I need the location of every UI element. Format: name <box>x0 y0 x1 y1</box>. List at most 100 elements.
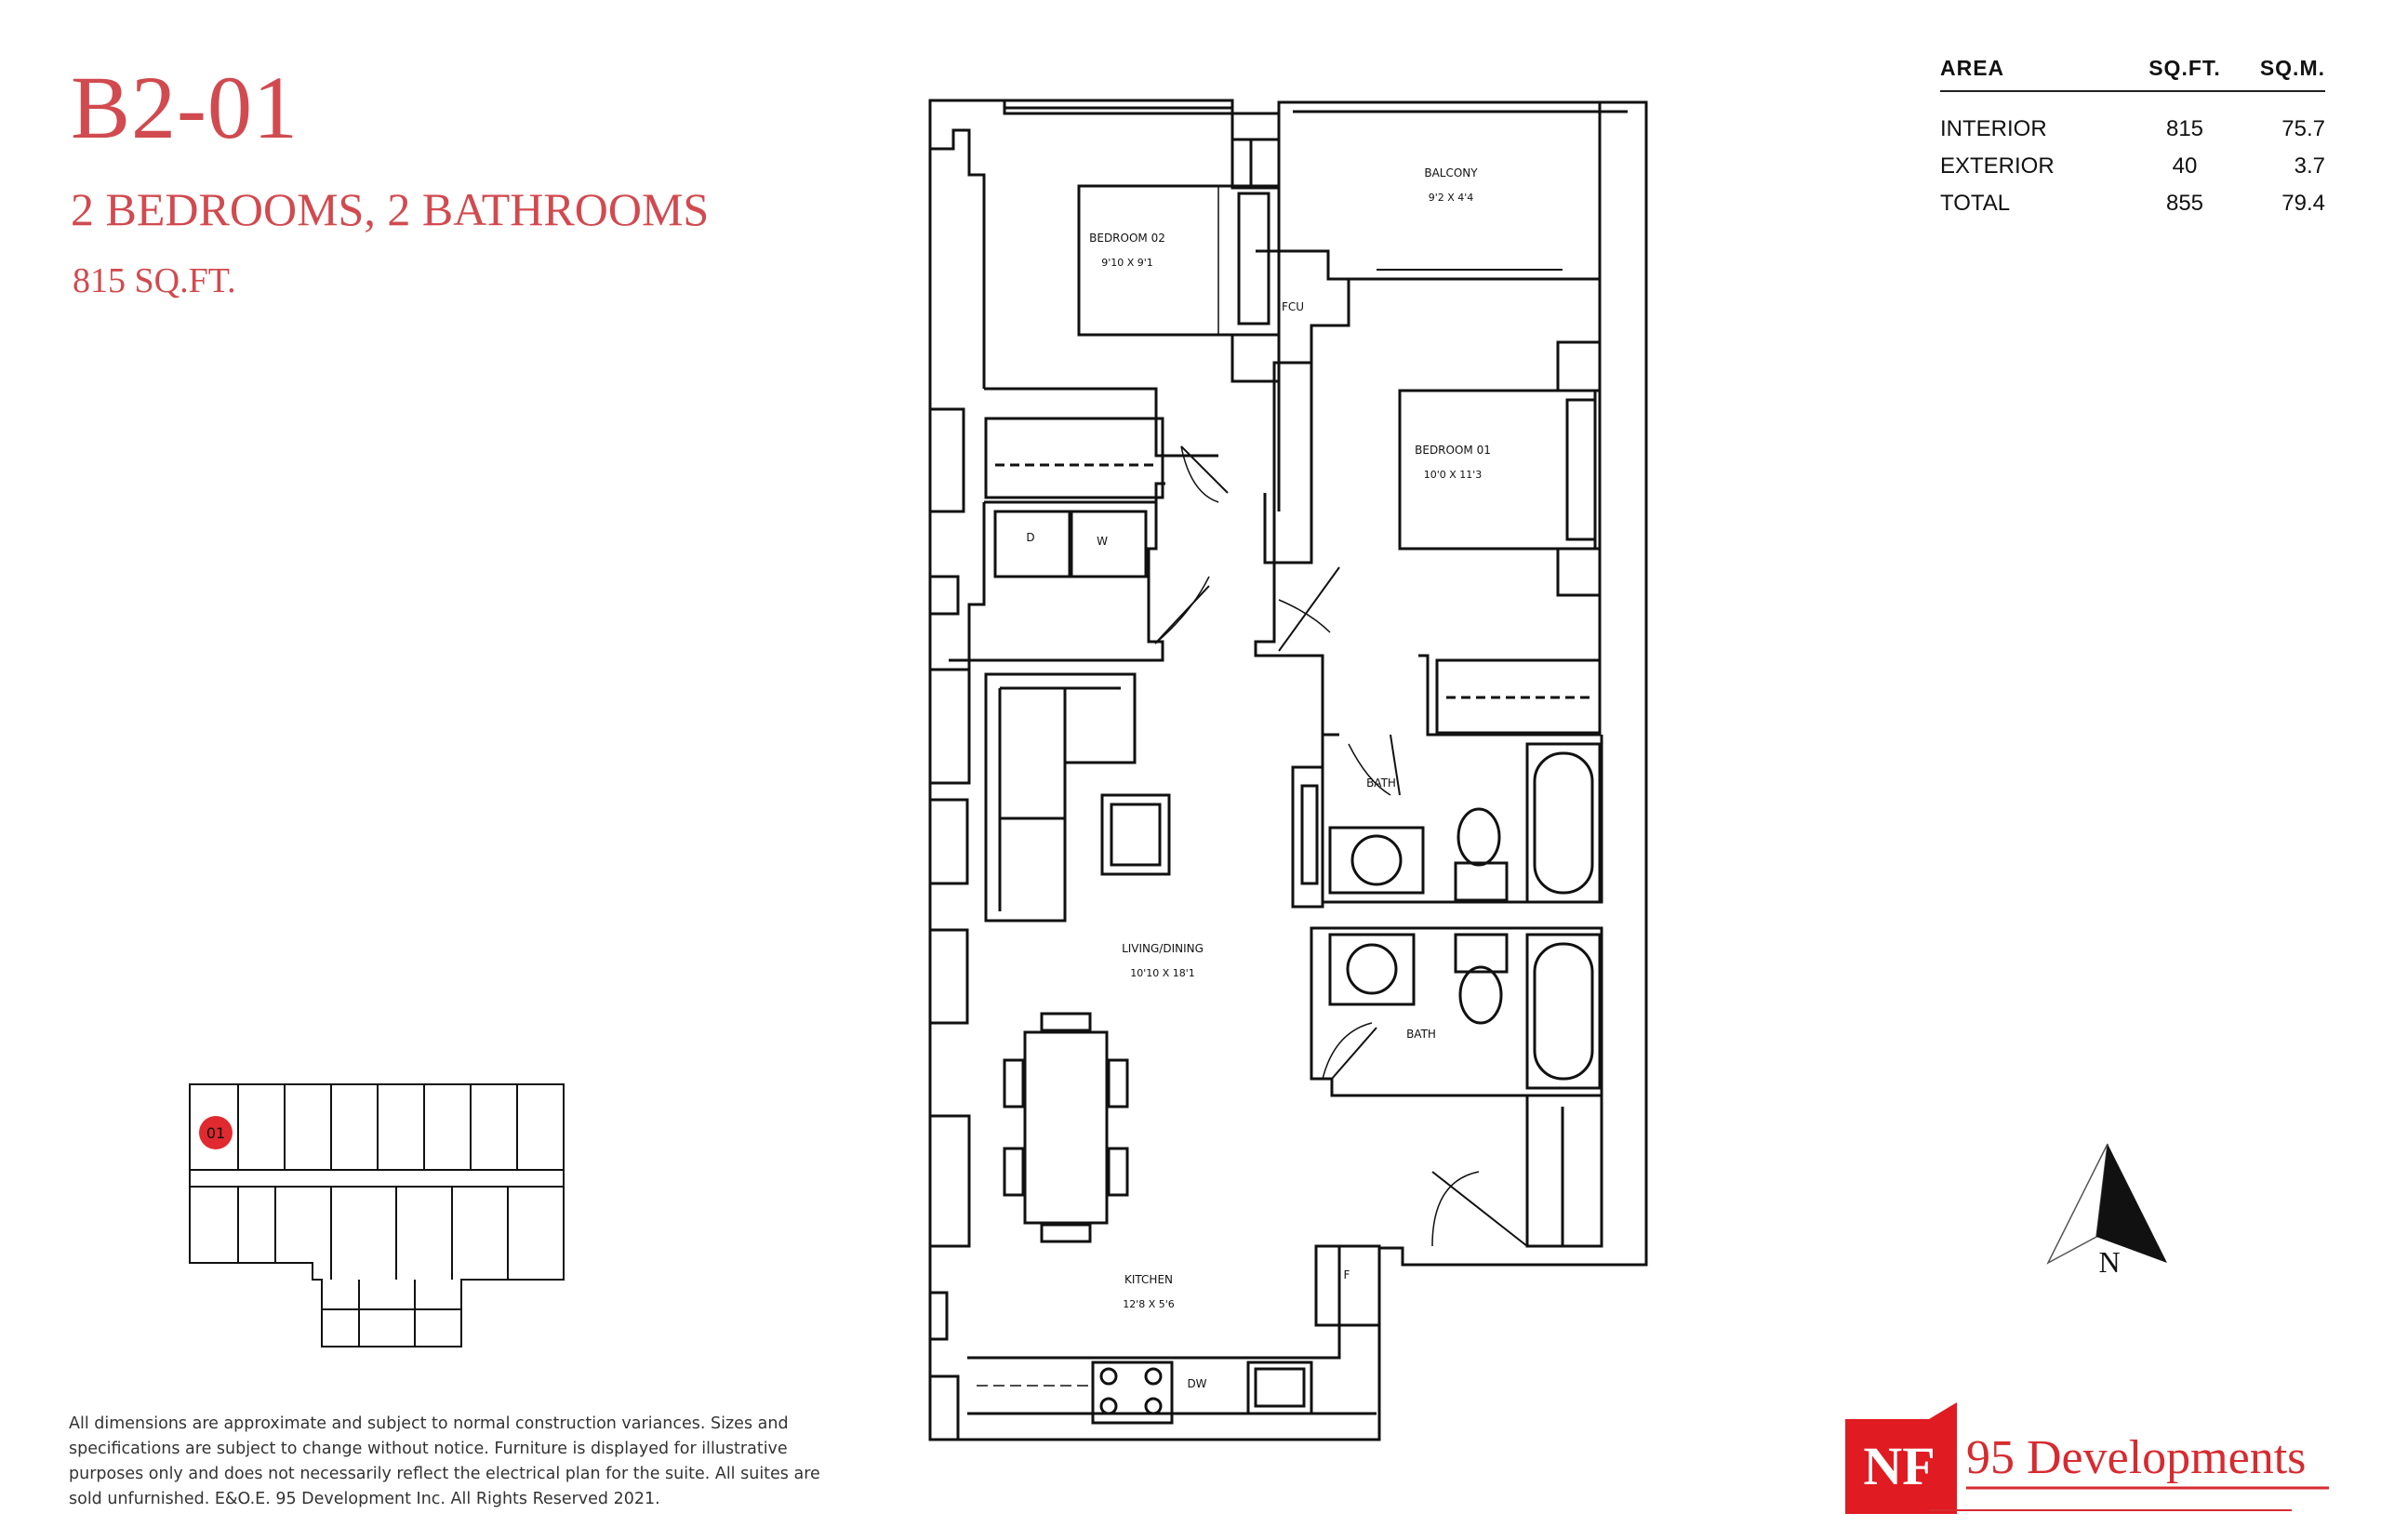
unit-subtitle: 2 BEDROOMS, 2 BATHROOMS <box>71 183 710 235</box>
interior-wall <box>1272 249 1350 549</box>
vanity <box>1328 826 1425 895</box>
header-sqm: SQ.M. <box>2259 56 2325 80</box>
chair <box>1107 1058 1129 1109</box>
door-swing <box>1431 1171 1480 1247</box>
nightstand <box>1230 333 1281 383</box>
west-wall-bay <box>930 128 986 389</box>
west-wall-bay <box>930 1374 960 1440</box>
toilet-tank <box>1454 933 1509 974</box>
interior-wall <box>967 502 986 670</box>
nightstand <box>1230 138 1281 190</box>
compass-arrow-dark <box>2096 1144 2167 1263</box>
media-unit-inner <box>1300 784 1319 885</box>
table-row: TOTAL 855 79.4 <box>1940 191 2325 217</box>
dining-table <box>1023 1030 1109 1225</box>
chair <box>1040 1012 1092 1032</box>
coffee-table-inner <box>1110 803 1162 867</box>
dryer <box>993 510 1071 578</box>
room-label-living: LIVING/DINING <box>1122 942 1204 955</box>
row-sqft: 855 <box>2165 191 2204 216</box>
nightstand <box>1556 547 1602 597</box>
room-dims-living: 10'10 X 18'1 <box>1130 967 1195 979</box>
chair <box>1003 1058 1025 1109</box>
room-dims-balcony: 9'2 X 4'4 <box>1429 192 1474 204</box>
interior-wall <box>1254 549 1302 657</box>
key-plan-outline <box>189 1083 565 1348</box>
room-dims-kitchen: 12'8 X 5'6 <box>1123 1298 1175 1310</box>
pillow <box>1237 192 1270 325</box>
west-wall-bay <box>930 1114 971 1248</box>
table-row: EXTERIOR 40 3.7 <box>1940 153 2325 179</box>
closet <box>984 417 1164 499</box>
chair <box>1107 1147 1129 1197</box>
area-table: AREA SQ.FT. SQ.M. INTERIOR 815 75.7 EXTE… <box>1940 56 2325 217</box>
door-swing <box>1322 1022 1373 1080</box>
floor-plan: BALCONY 9'2 X 4'4 BEDROOM 02 9'10 X 9'1 … <box>928 99 1648 1441</box>
sink <box>1350 834 1403 886</box>
room-label-kitchen: KITCHEN <box>1124 1273 1173 1286</box>
kitchen-sink <box>1246 1361 1313 1415</box>
row-label: TOTAL <box>1940 191 2011 216</box>
interior-wall <box>949 502 1164 662</box>
sink <box>1346 943 1398 995</box>
chair <box>1040 1223 1092 1243</box>
bath-wall <box>1310 926 1603 1097</box>
door-swing <box>1154 576 1210 644</box>
washer-label: W <box>1097 535 1108 548</box>
fridge-label: F <box>1344 1268 1350 1281</box>
row-sqm: 75.7 <box>2281 116 2325 141</box>
compass-label: N <box>2098 1245 2120 1279</box>
logo-name: 95 Developments <box>1966 1431 2306 1484</box>
west-wall-bay <box>930 407 965 513</box>
row-label: EXTERIOR <box>1940 153 2055 179</box>
sofa <box>984 672 1137 923</box>
chair <box>1003 1147 1025 1197</box>
closet <box>1435 658 1602 735</box>
unit-marker <box>199 1116 233 1149</box>
closet <box>1525 1094 1603 1248</box>
west-wall-bay <box>930 668 971 785</box>
header-sqft: SQ.FT. <box>2148 56 2221 80</box>
logo-mark-text: NF <box>1863 1436 1935 1496</box>
bathtub-inner <box>1533 751 1594 895</box>
unit-marker-label: 01 <box>206 1124 225 1142</box>
burner <box>1099 1397 1118 1415</box>
door-swing <box>1180 445 1219 503</box>
room-dims-bedroom-01: 10'0 X 11'3 <box>1424 469 1483 481</box>
dishwasher-label: DW <box>1187 1377 1206 1390</box>
fcu-label: FCU <box>1282 300 1304 313</box>
unit-code-title: B2-01 <box>71 58 299 157</box>
header-area: AREA <box>1940 56 2005 80</box>
west-wall-bay <box>930 928 969 1025</box>
bathtub-inner <box>1533 942 1594 1081</box>
room-label-bedroom-02: BEDROOM 02 <box>1089 232 1165 245</box>
interior-wall <box>1230 113 1279 188</box>
west-wall-bay <box>930 575 960 616</box>
north-compass: N <box>2046 1143 2167 1279</box>
unit-size: 815 SQ.FT. <box>73 261 236 300</box>
interior-wall <box>1302 654 1339 737</box>
toilet <box>1458 965 1503 1025</box>
key-plan: 01 <box>189 1083 565 1348</box>
burner <box>1144 1367 1163 1386</box>
vanity <box>1328 933 1416 1006</box>
interior-wall <box>1263 363 1313 564</box>
washer <box>1070 510 1148 578</box>
table-row: INTERIOR 815 75.7 <box>1940 116 2325 142</box>
toilet <box>1457 807 1501 867</box>
dryer-label: D <box>1026 531 1034 544</box>
coffee-table <box>1100 793 1171 876</box>
media-unit <box>1291 765 1324 909</box>
pillow <box>1565 398 1597 541</box>
area-table-header: AREA SQ.FT. SQ.M. <box>1940 56 2325 92</box>
west-wall-bay <box>930 798 969 885</box>
disclaimer-text: All dimensions are approximate and subje… <box>69 1414 820 1508</box>
toilet-tank <box>1454 861 1509 902</box>
kitchen-sink-inner <box>1254 1367 1306 1408</box>
window <box>1003 100 1232 115</box>
room-dims-bedroom-02: 9'10 X 9'1 <box>1101 257 1153 269</box>
logo-mark <box>1845 1402 1957 1514</box>
row-sqft: 40 <box>2172 153 2198 179</box>
room-label-balcony: BALCONY <box>1424 166 1478 179</box>
burner <box>1099 1367 1118 1386</box>
